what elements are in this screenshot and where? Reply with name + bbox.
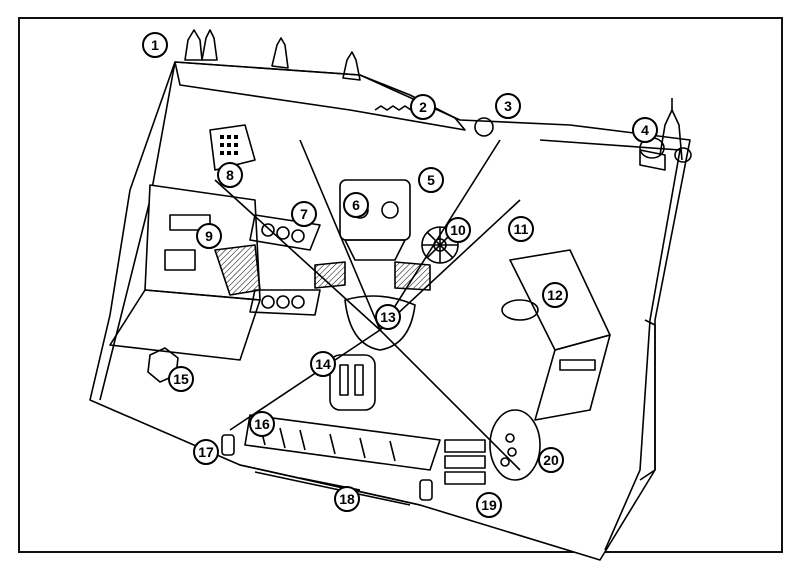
callout-19: 19 <box>476 492 502 518</box>
callout-8: 8 <box>217 162 243 188</box>
keypad-console <box>209 124 256 171</box>
left-wall <box>99 61 176 401</box>
callout-13: 13 <box>375 304 401 330</box>
callout-15: 15 <box>168 366 194 392</box>
dome-ornament <box>474 117 494 137</box>
callout-1: 1 <box>142 32 168 58</box>
seat-pod <box>329 354 376 411</box>
lower-right-panel-stack <box>444 439 486 485</box>
callout-18: 18 <box>334 486 360 512</box>
callout-14: 14 <box>310 351 336 377</box>
callout-5: 5 <box>418 167 444 193</box>
callout-3: 3 <box>495 93 521 119</box>
callout-9: 9 <box>196 223 222 249</box>
callout-6: 6 <box>343 192 369 218</box>
diagonal-struts <box>214 139 521 471</box>
callout-20: 20 <box>538 447 564 473</box>
callout-7: 7 <box>291 201 317 227</box>
callout-4: 4 <box>632 117 658 143</box>
callout-16: 16 <box>249 411 275 437</box>
top-wall <box>174 61 466 131</box>
callout-11: 11 <box>508 216 534 242</box>
callout-2: 2 <box>410 94 436 120</box>
tower-group-left <box>184 29 361 81</box>
robot-figures <box>221 434 433 501</box>
right-wall <box>539 139 681 551</box>
callout-12: 12 <box>542 282 568 308</box>
central-core <box>314 261 431 351</box>
right-outer-panel <box>639 319 656 481</box>
callout-17: 17 <box>193 439 219 465</box>
turbine-disc <box>489 409 541 481</box>
callout-10: 10 <box>445 217 471 243</box>
